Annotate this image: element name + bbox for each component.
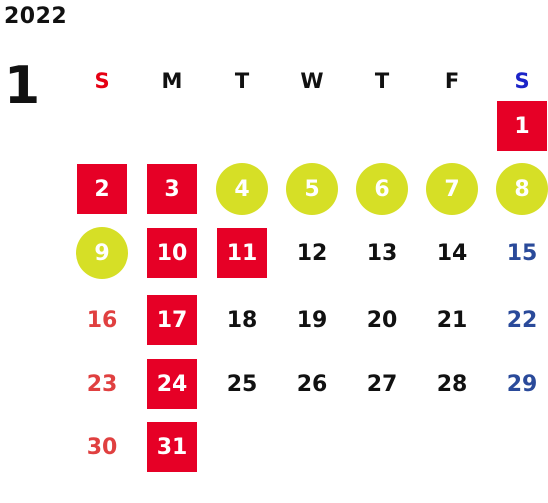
day-number: 8 [496, 163, 548, 215]
day-cell-7: 7 [422, 163, 482, 215]
day-cell-26: 26 [282, 358, 342, 410]
day-number: 20 [366, 307, 398, 333]
day-cell-8: 8 [492, 163, 548, 215]
day-cell-16: 16 [72, 294, 132, 346]
day-cell-9: 9 [72, 227, 132, 279]
weekday-friday: F [444, 69, 460, 93]
day-number: 28 [436, 371, 468, 397]
day-cell-3: 3 [142, 163, 202, 215]
day-number: 5 [286, 163, 338, 215]
day-number: 30 [86, 434, 118, 460]
day-cell-23: 23 [72, 358, 132, 410]
day-cell-2: 2 [72, 163, 132, 215]
day-cell-24: 24 [142, 358, 202, 410]
day-number: 12 [296, 240, 328, 266]
day-number: 14 [436, 240, 468, 266]
weekday-tuesday: T [234, 69, 250, 93]
day-number: 24 [147, 359, 197, 409]
day-number: 7 [426, 163, 478, 215]
day-number: 25 [226, 371, 258, 397]
day-number: 11 [217, 228, 267, 278]
day-cell-18: 18 [212, 294, 272, 346]
year-label: 2022 [4, 4, 68, 29]
weekday-thursday: T [374, 69, 390, 93]
day-number: 15 [506, 240, 538, 266]
day-number: 13 [366, 240, 398, 266]
day-number: 19 [296, 307, 328, 333]
weekday-wednesday: W [300, 69, 324, 93]
day-number: 16 [86, 307, 118, 333]
day-cell-25: 25 [212, 358, 272, 410]
day-number: 6 [356, 163, 408, 215]
day-number: 22 [506, 307, 538, 333]
day-cell-21: 21 [422, 294, 482, 346]
day-cell-11: 11 [212, 227, 272, 279]
day-cell-1: 1 [492, 100, 548, 152]
day-number: 17 [147, 295, 197, 345]
day-cell-6: 6 [352, 163, 412, 215]
day-cell-22: 22 [492, 294, 548, 346]
day-cell-31: 31 [142, 421, 202, 473]
day-number: 18 [226, 307, 258, 333]
day-number: 1 [497, 101, 547, 151]
day-number: 26 [296, 371, 328, 397]
day-number: 31 [147, 422, 197, 472]
weekday-monday: M [161, 69, 183, 93]
day-cell-20: 20 [352, 294, 412, 346]
weekday-sunday: S [94, 69, 110, 93]
day-number: 4 [216, 163, 268, 215]
day-cell-30: 30 [72, 421, 132, 473]
day-cell-13: 13 [352, 227, 412, 279]
day-cell-5: 5 [282, 163, 342, 215]
day-cell-15: 15 [492, 227, 548, 279]
day-number: 2 [77, 164, 127, 214]
day-number: 29 [506, 371, 538, 397]
day-cell-28: 28 [422, 358, 482, 410]
day-number: 9 [76, 227, 128, 279]
weekday-saturday: S [514, 69, 530, 93]
day-cell-10: 10 [142, 227, 202, 279]
month-label: 1 [4, 56, 41, 116]
day-number: 21 [436, 307, 468, 333]
day-cell-12: 12 [282, 227, 342, 279]
day-cell-14: 14 [422, 227, 482, 279]
day-cell-17: 17 [142, 294, 202, 346]
day-number: 23 [86, 371, 118, 397]
day-number: 27 [366, 371, 398, 397]
day-cell-19: 19 [282, 294, 342, 346]
day-number: 3 [147, 164, 197, 214]
day-number: 10 [147, 228, 197, 278]
day-cell-4: 4 [212, 163, 272, 215]
day-cell-27: 27 [352, 358, 412, 410]
day-cell-29: 29 [492, 358, 548, 410]
